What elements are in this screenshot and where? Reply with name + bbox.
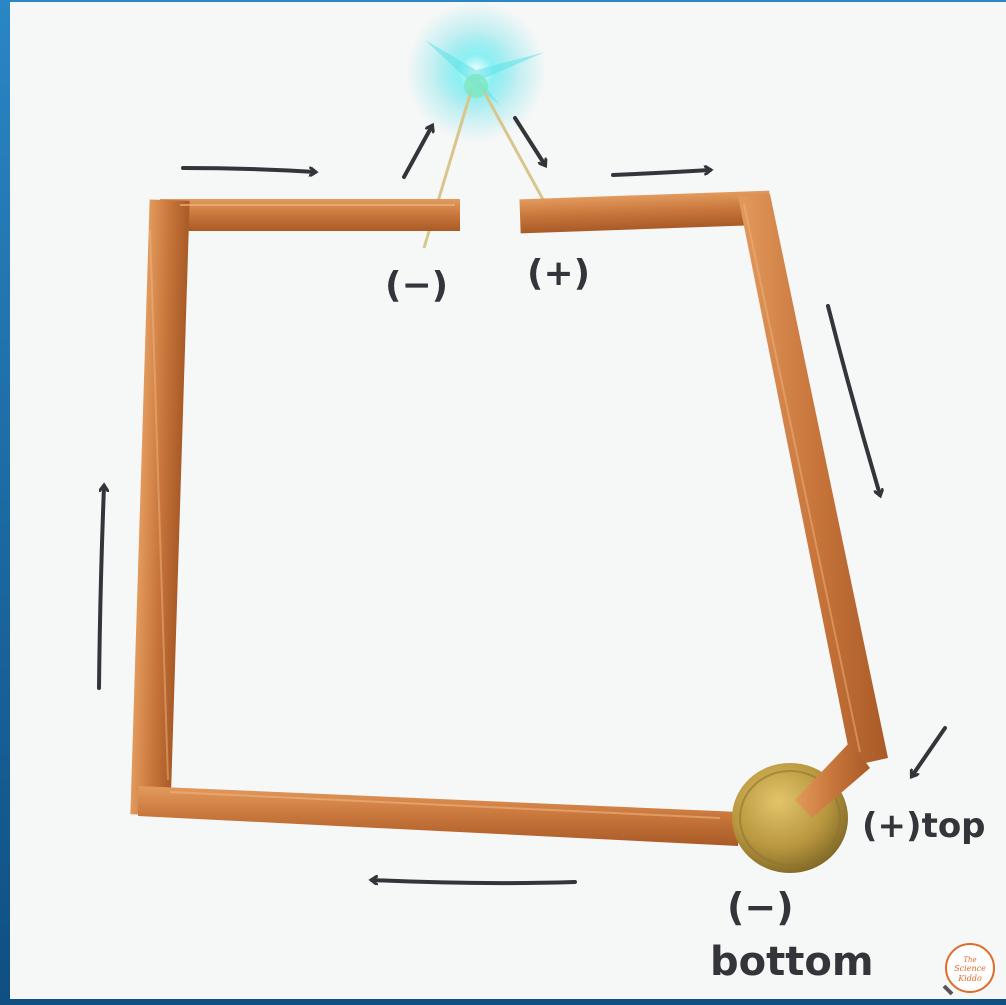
svg-text:Science: Science [954,964,986,973]
label-battery-bottom-word: bottom [710,939,874,985]
svg-text:Kiddo: Kiddo [957,974,982,983]
label-battery-top: (+)top [862,806,986,846]
svg-text:The: The [963,956,976,964]
label-led-positive: (+) [527,253,590,294]
label-led-negative: (−) [385,265,448,306]
label-battery-bottom-sign: (−) [727,885,794,929]
tape-top-left [160,199,460,231]
